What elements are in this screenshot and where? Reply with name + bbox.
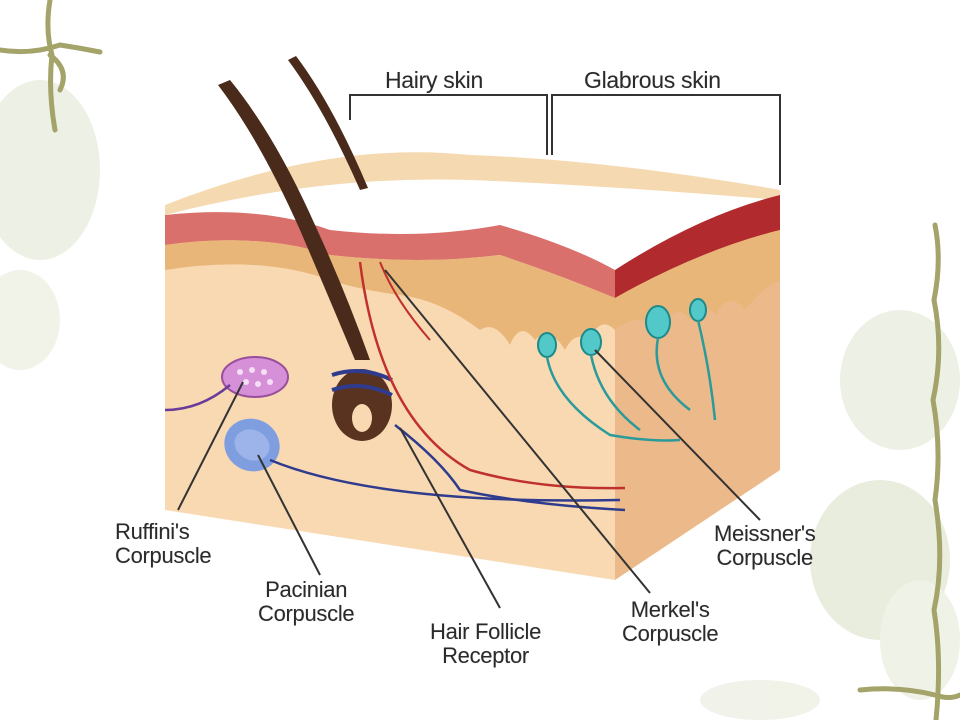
- ruffini-label: Ruffini's Corpuscle: [115, 519, 212, 568]
- dermal-papillae-side: [615, 230, 780, 330]
- red-nerve: [358, 261, 626, 490]
- dermal-papillae: [165, 240, 615, 350]
- ruffini-corpuscle: [221, 356, 289, 398]
- hair-shaft-2: [288, 56, 368, 190]
- hair-shaft-1: [218, 80, 370, 360]
- skin-top-surface: [165, 152, 780, 215]
- glabrous-skin-bracket: [551, 94, 781, 185]
- merkel-label: Merkel's Corpuscle: [622, 597, 719, 646]
- pointer-lines: [177, 269, 761, 609]
- teal-nerves: [545, 319, 717, 442]
- meissner-label: Meissner's Corpuscle: [714, 521, 816, 570]
- pacinian-label: Pacinian Corpuscle: [258, 577, 355, 626]
- hairy-skin-bracket: [349, 94, 548, 155]
- epidermis-glabrous: [615, 195, 780, 298]
- follicle-nerve: [394, 424, 626, 512]
- epidermis-hairy: [165, 212, 615, 298]
- glabrous-skin-label: Glabrous skin: [584, 67, 721, 93]
- vine-decoration-right: [857, 222, 960, 720]
- vine-decoration-top-left: [0, 0, 103, 133]
- hair-follicle-receptor-label: Hair Follicle Receptor: [430, 619, 542, 668]
- ruffini-nerve: [164, 384, 231, 412]
- pacinian-nerve: [269, 458, 621, 502]
- leaf-wash: [0, 80, 960, 720]
- ruffini-dots: [237, 367, 273, 387]
- hair-follicle-nerve-wrap: [331, 369, 393, 397]
- hairy-skin-label: Hairy skin: [385, 67, 483, 93]
